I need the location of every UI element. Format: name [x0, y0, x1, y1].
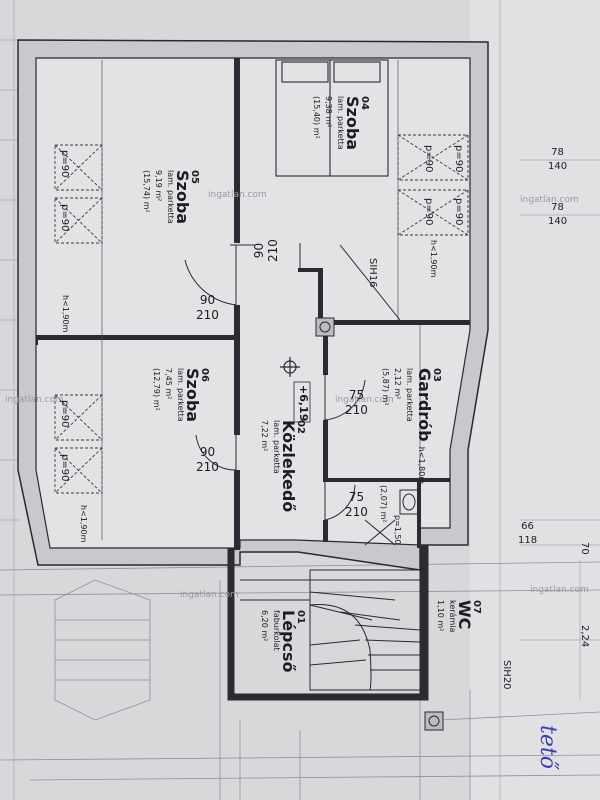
room-name: Szoba — [343, 96, 362, 151]
chimney — [315, 244, 444, 731]
room-01-label: 01 Lépcső faburkolat 6,20 m² — [258, 610, 306, 673]
room-area: 6,20 m² — [260, 610, 269, 642]
room-name: Szoba — [183, 368, 202, 423]
room-03-label: 03 Gardrób h<1,80m lam. parketta 2,12 m²… — [379, 368, 442, 484]
window-label: p=90 — [453, 198, 464, 226]
chimney-label: SIH16 — [367, 258, 378, 288]
room-name: Közlekedő — [279, 420, 298, 513]
watermark: ingatlan.com — [180, 590, 239, 600]
room-full-area: (15,40) m² — [312, 96, 321, 139]
room-floor: lam. parketta — [166, 170, 175, 224]
room-full-area: (5,87) m² — [381, 368, 390, 406]
room-height: h<1,80m — [417, 446, 426, 485]
window-label: p=90 — [423, 198, 434, 226]
level-marker — [280, 357, 311, 423]
bed — [275, 59, 389, 177]
watermark: ingatlan.com — [208, 190, 267, 200]
room-floor: lam. parketta — [336, 96, 345, 150]
room-floor: kerámia — [448, 600, 457, 633]
roof-windows — [54, 134, 469, 494]
room-02-label: 02 Közlekedő lam. parketta 7,22 m² — [258, 420, 306, 512]
room-name: Szoba — [173, 170, 192, 225]
room-full-area: (12,79) m² — [152, 368, 161, 411]
window-label: p=90 — [59, 204, 70, 232]
room-07-label: 07 WC kerámia 1,10 m² — [434, 600, 482, 632]
room-name: WC — [455, 600, 474, 630]
roof-lines — [0, 561, 600, 800]
window-label: p=90 — [453, 145, 464, 173]
window-label: p=90 — [423, 145, 434, 173]
room-floor: lam. parketta — [405, 368, 414, 422]
window-label: p=90 — [59, 150, 70, 178]
watermark: ingatlan.com — [520, 195, 579, 205]
room-area: 9,38 m² — [324, 96, 333, 128]
room-04-label: 04 Szoba lam. parketta 9,38 m² (15,40) m… — [310, 96, 370, 150]
room-05-label: 05 Szoba lam. parketta 9,19 m² (15,74) m… — [140, 170, 200, 224]
handwritten-note: tető — [535, 725, 560, 769]
room-area: 7,22 m² — [260, 420, 269, 452]
height-label: h<1,90m — [429, 240, 438, 278]
dimension-label: 2,24 — [579, 625, 590, 648]
chimney-label: SIH20 — [501, 660, 512, 690]
room-area: 2,12 m² — [393, 368, 402, 400]
room-area: 1,10 m² — [436, 600, 445, 632]
height-label: h<1,90m — [79, 505, 88, 543]
wc-fixture — [364, 489, 419, 546]
room-name: Gardrób — [415, 368, 434, 442]
door-swings — [184, 243, 366, 521]
height-label: h<1,90m — [61, 295, 70, 333]
room-area: 7,45 m² — [164, 368, 173, 400]
room-area: 9,19 m² — [154, 170, 163, 202]
room-floor: lam. parketta — [176, 368, 185, 422]
watermark: ingatlan.com — [5, 395, 64, 405]
room-06-label: 06 Szoba lam. parketta 7,45 m² (12,79) m… — [150, 368, 210, 422]
room-full-area: (15,74) m² — [142, 170, 151, 213]
window-label: p=90 — [59, 454, 70, 482]
wc-area-label: (2,07) m² — [379, 485, 388, 523]
dimension-label: 70 — [579, 542, 590, 555]
wc-fixture-label: p=1,50 — [393, 515, 402, 545]
room-name: Lépcső — [279, 610, 298, 673]
height-lines — [101, 60, 421, 540]
staircase — [227, 544, 429, 701]
interior-walls — [36, 58, 470, 550]
level-label: +6,19 — [297, 385, 310, 422]
watermark: ingatlan.com — [335, 395, 394, 405]
window-label: p=90 — [59, 400, 70, 428]
watermark: ingatlan.com — [530, 585, 589, 595]
